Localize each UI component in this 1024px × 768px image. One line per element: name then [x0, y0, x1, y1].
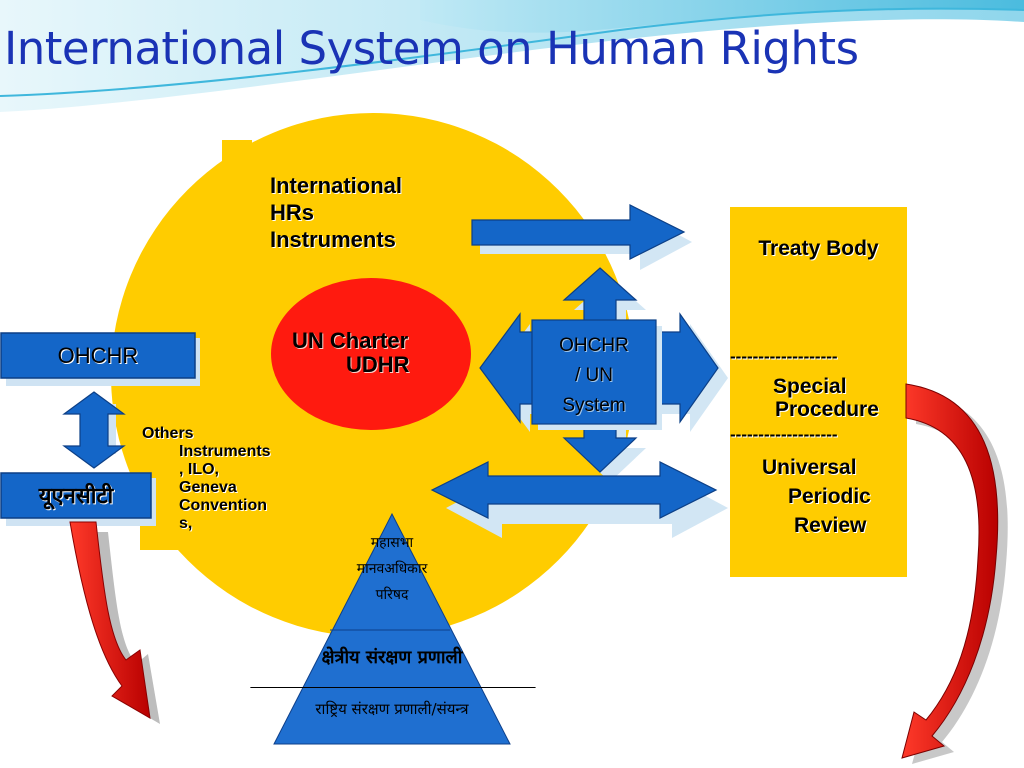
header-wave-decoration: [0, 0, 1024, 112]
hindi-left-box: [0, 472, 156, 526]
intl-instruments-line-2: HRs: [270, 200, 315, 225]
others-line-4: Geneva: [179, 479, 237, 496]
right-column-text: Treaty Body ------------------- Special …: [730, 237, 907, 540]
center-box-line-1: OHCHR: [559, 335, 629, 356]
others-line-1: Others: [142, 425, 194, 442]
divider-2: -------------------: [730, 425, 838, 444]
others-line-3: , ILO,: [179, 461, 219, 478]
procedure-line: Procedure: [775, 398, 879, 421]
un-charter-circle: [271, 278, 471, 430]
intl-instruments-line-1: International: [270, 173, 403, 198]
upr-line-1: Universal: [762, 456, 857, 479]
review-double-arrow: [430, 461, 728, 538]
pyramid-bottom-label: राष्ट्रिय संरक्षण प्रणाली/संयन्त्र: [315, 700, 469, 718]
ohchr-left-label: OHCHR: [57, 343, 139, 368]
pyramid-top-line-1: महासभा: [370, 535, 414, 551]
hindi-left-label: यूएनसीटी: [38, 484, 114, 509]
udhr-line: UDHR: [346, 352, 410, 377]
others-instruments-label: Others Instruments , ILO, Geneva Convent…: [142, 425, 271, 533]
pyramid-top-label: महासभा मानवअधिकार परिषद: [312, 530, 472, 608]
pyramid-middle-label: क्षेत्रीय संरक्षण प्रणाली: [321, 647, 463, 668]
treaty-body-label: Treaty Body: [758, 237, 879, 260]
intl-instruments-line-3: Instruments: [270, 227, 396, 252]
center-box-label: OHCHR / UN System: [532, 331, 656, 421]
ohchr-left-box: [0, 332, 200, 386]
instruments-arrow: [471, 204, 692, 270]
pyramid-top-line-2: मानवअधिकार: [356, 561, 428, 577]
others-line-2: Instruments: [179, 443, 271, 460]
intl-instruments-label: International HRs Instruments: [270, 172, 402, 253]
divider-1: -------------------: [730, 347, 838, 366]
left-vertical-double-arrow: [62, 391, 126, 469]
upr-line-2: Periodic: [788, 485, 871, 508]
page-title: International System on Human Rights: [4, 22, 859, 75]
un-charter-label: UN Charter UDHR: [292, 329, 410, 377]
pyramid-top-line-3: परिषद: [375, 587, 409, 603]
others-line-5: Convention: [179, 497, 267, 514]
protection-pyramid: [273, 512, 511, 745]
center-box-line-3: System: [562, 395, 626, 416]
right-red-curved-arrow: [901, 383, 1008, 764]
ohchr-un-system-box: [531, 319, 662, 430]
left-red-curved-arrow: [69, 521, 160, 724]
pyramid-rule: ________________________________: [250, 672, 536, 689]
right-column-box: [730, 207, 907, 577]
center-box-line-2: / UN: [575, 365, 613, 386]
special-line: Special: [773, 375, 847, 398]
special-procedure-label: Special Procedure: [730, 375, 907, 421]
un-charter-line: UN Charter: [292, 328, 409, 353]
upr-line-3: Review: [794, 514, 867, 537]
upr-label: Universal Periodic Review: [730, 453, 907, 540]
others-line-6: s,: [179, 515, 193, 532]
